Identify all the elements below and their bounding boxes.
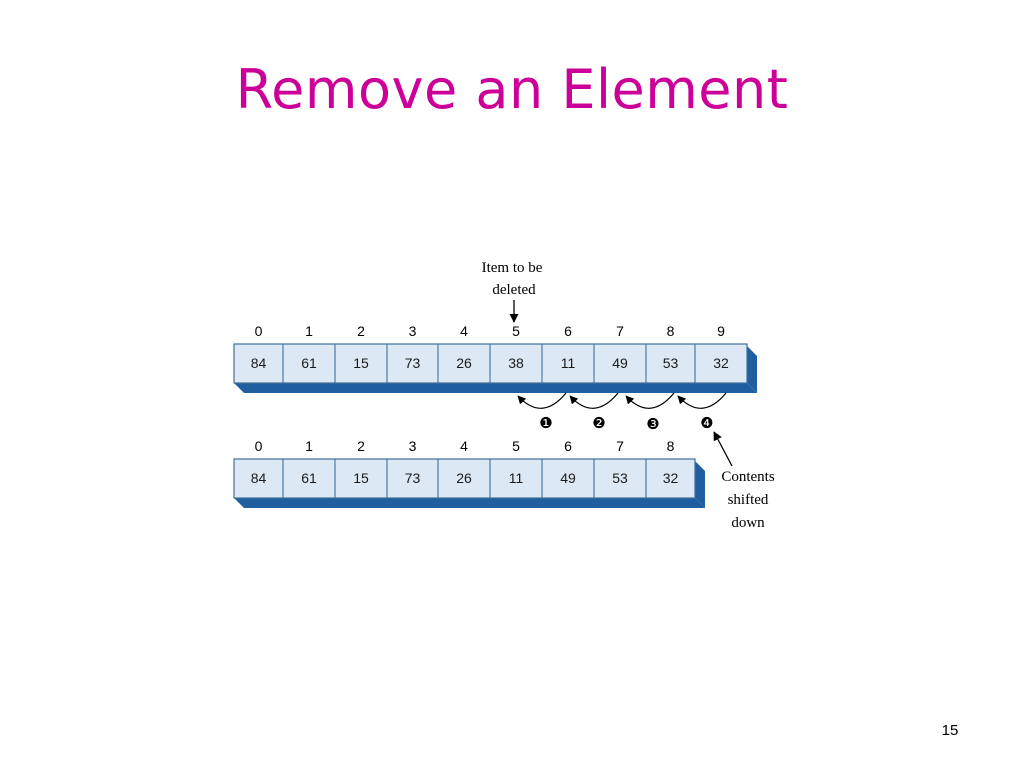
- before-cell-value: 61: [301, 355, 317, 371]
- array-before-shadow: [234, 383, 757, 393]
- before-cell-value: 11: [561, 355, 576, 371]
- array-after: 84 61 15 73 26 11 49 53 32 0 1 2 3 4 5 6 7 8: [233, 438, 705, 508]
- before-cell-value: 32: [713, 355, 729, 371]
- after-cell-value: 49: [560, 470, 576, 486]
- shift-arrows: [517, 392, 727, 409]
- after-cell-value: 84: [251, 470, 267, 486]
- before-cell-value: 84: [251, 355, 267, 371]
- callout-contents-shifted-line3: down: [731, 515, 765, 531]
- callout-contents-shifted-line2: shifted: [728, 492, 769, 508]
- before-index-label: 2: [357, 323, 365, 339]
- callout-item-to-be-deleted-line1: Item to be: [482, 260, 543, 276]
- step-marker-3: ❸: [646, 415, 659, 433]
- callout-item-to-be-deleted-line2: deleted: [492, 282, 536, 298]
- after-index-label: 7: [616, 438, 624, 454]
- contents-shifted-arrow: [713, 431, 733, 467]
- step-marker-2: ❷: [592, 414, 605, 432]
- before-cell-value: 49: [612, 355, 628, 371]
- before-cell-value: 26: [456, 355, 472, 371]
- array-after-shadow: [234, 498, 705, 508]
- step-marker-4: ❹: [700, 414, 713, 432]
- before-index-label: 6: [564, 323, 572, 339]
- after-index-label: 5: [512, 438, 520, 454]
- array-after-side: [695, 461, 705, 508]
- callout-contents-shifted-line1: Contents: [721, 469, 774, 485]
- before-cell-value: 15: [353, 355, 369, 371]
- after-cell-value: 32: [663, 470, 679, 486]
- array-before: 84 61 15 73 26 38 11 49 53 32 0 1 2 3 4 5 6 7 8 9: [233, 323, 757, 393]
- shift-arrow-2: [569, 392, 619, 409]
- before-index-label: 7: [616, 323, 624, 339]
- after-cell-value: 26: [456, 470, 472, 486]
- before-cell-value: 73: [405, 355, 421, 371]
- after-index-label: 0: [255, 438, 263, 454]
- before-cell-value: 38: [508, 355, 524, 371]
- array-after-body: [233, 458, 696, 499]
- array-before-side: [747, 346, 757, 393]
- after-cell-value: 61: [301, 470, 317, 486]
- before-index-label: 9: [717, 323, 725, 339]
- page-number: 15: [941, 722, 959, 739]
- before-index-label: 5: [512, 323, 520, 339]
- before-index-label: 8: [667, 323, 675, 339]
- after-index-label: 3: [409, 438, 417, 454]
- after-cell-value: 15: [353, 470, 369, 486]
- after-cell-value: 11: [509, 470, 524, 486]
- shift-arrow-4: [677, 392, 727, 409]
- after-index-label: 2: [357, 438, 365, 454]
- shift-arrow-3: [625, 392, 675, 409]
- after-index-label: 6: [564, 438, 572, 454]
- before-cell-value: 53: [663, 355, 679, 371]
- after-cell-value: 53: [612, 470, 628, 486]
- before-index-label: 0: [255, 323, 263, 339]
- before-index-label: 4: [460, 323, 468, 339]
- step-marker-1: ❶: [539, 414, 552, 432]
- after-index-label: 8: [667, 438, 675, 454]
- slide-title: Remove an Element: [235, 58, 789, 121]
- after-index-label: 1: [305, 438, 313, 454]
- after-index-label: 4: [460, 438, 468, 454]
- shift-arrow-1: [517, 392, 567, 409]
- after-cell-value: 73: [405, 470, 421, 486]
- before-index-label: 1: [305, 323, 313, 339]
- before-index-label: 3: [409, 323, 417, 339]
